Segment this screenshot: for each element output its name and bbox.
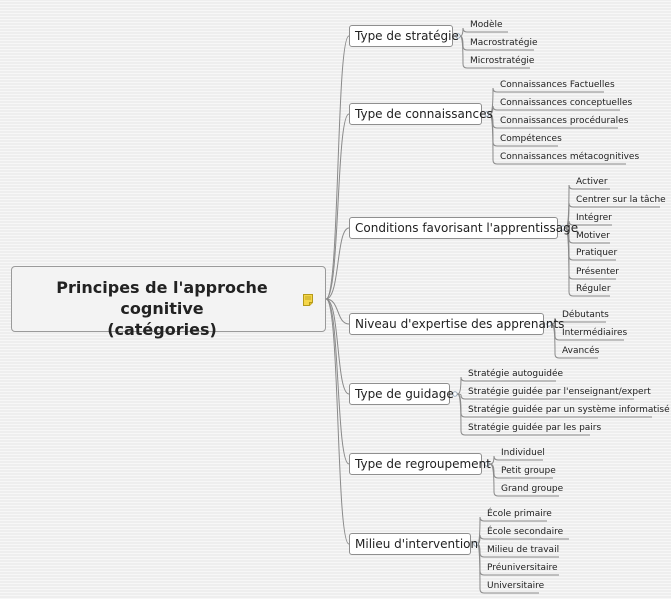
subtopic[interactable]: Connaissances procédurales xyxy=(500,116,629,126)
central-topic-title: Principes de l'approche cognitive (catég… xyxy=(12,277,312,340)
leaf-connector xyxy=(459,35,530,69)
subtopic[interactable]: Pratiquer xyxy=(576,248,618,258)
subtopic[interactable]: Avancés xyxy=(562,346,600,356)
branch-topic[interactable]: Niveau d'expertise des apprenants xyxy=(349,313,564,335)
subtopic[interactable]: Macrostratégie xyxy=(470,38,538,48)
leaf-connector xyxy=(488,105,620,115)
leaf-connector xyxy=(456,376,556,395)
subtopic[interactable]: École secondaire xyxy=(487,527,564,537)
leaf-connector xyxy=(488,455,543,465)
subtopic[interactable]: Individuel xyxy=(501,448,545,458)
subtopic[interactable]: Présenter xyxy=(576,267,620,277)
subtopic[interactable]: Connaissances conceptuelles xyxy=(500,98,633,108)
root-connector xyxy=(325,298,350,395)
subtopic[interactable]: Universitaire xyxy=(487,581,545,591)
central-topic[interactable]: Principes de l'approche cognitive (catég… xyxy=(11,266,326,339)
leaf-connector xyxy=(456,393,590,436)
subtopic[interactable]: École primaire xyxy=(487,509,552,519)
subtopic[interactable]: Stratégie guidée par l'enseignant/expert xyxy=(468,387,651,397)
leaf-connector xyxy=(488,113,626,165)
subtopic[interactable]: Stratégie guidée par les pairs xyxy=(468,423,602,433)
central-topic-line-1: Principes de l'approche cognitive xyxy=(56,278,268,318)
leaf-connector xyxy=(488,87,604,115)
central-topic-line-2: (catégories) xyxy=(107,320,217,339)
leaf-connector xyxy=(456,393,634,400)
branch-topic[interactable]: Type de guidage xyxy=(349,383,454,405)
subtopic[interactable]: Motiver xyxy=(576,231,610,241)
root-connector xyxy=(325,298,350,325)
root-connector xyxy=(325,113,350,300)
root-connector xyxy=(325,35,350,300)
root-connector xyxy=(325,227,350,300)
subtopic[interactable]: Milieu de travail xyxy=(487,545,560,555)
subtopic[interactable]: Centrer sur la tâche xyxy=(576,195,666,205)
leaf-connector xyxy=(564,220,612,229)
leaf-connector xyxy=(564,202,660,229)
leaf-connector xyxy=(459,27,508,37)
branch-topic[interactable]: Type de connaissances xyxy=(349,103,493,125)
subtopic[interactable]: Petit groupe xyxy=(501,466,556,476)
root-connector xyxy=(325,298,350,545)
leaf-connector xyxy=(477,543,539,594)
note-icon[interactable] xyxy=(303,294,313,306)
branch-topic[interactable]: Milieu d'intervention xyxy=(349,533,478,555)
branch-topic[interactable]: Type de regroupement xyxy=(349,453,491,475)
leaf-connector xyxy=(550,323,598,359)
subtopic[interactable]: Intégrer xyxy=(576,213,612,223)
subtopic[interactable]: Préuniversitaire xyxy=(487,563,558,573)
leaf-connector xyxy=(550,317,606,325)
subtopic[interactable]: Modèle xyxy=(470,20,503,30)
subtopic[interactable]: Compétences xyxy=(500,134,562,144)
subtopic[interactable]: Activer xyxy=(576,177,608,187)
branch-topic[interactable]: Type de stratégie xyxy=(349,25,459,47)
subtopic[interactable]: Microstratégie xyxy=(470,56,535,66)
root-connector xyxy=(325,298,350,465)
subtopic[interactable]: Réguler xyxy=(576,284,611,294)
subtopic[interactable]: Grand groupe xyxy=(501,484,564,494)
subtopic[interactable]: Débutants xyxy=(562,310,609,320)
branch-topic[interactable]: Conditions favorisant l'apprentissage xyxy=(349,217,578,239)
subtopic[interactable]: Stratégie autoguidée xyxy=(468,369,564,379)
subtopic[interactable]: Intermédiaires xyxy=(562,328,628,338)
leaf-connector xyxy=(488,463,559,497)
subtopic[interactable]: Stratégie guidée par un système informat… xyxy=(468,405,670,415)
leaf-connector xyxy=(564,227,610,297)
subtopic[interactable]: Connaissances Factuelles xyxy=(500,80,615,90)
subtopic[interactable]: Connaissances métacognitives xyxy=(500,152,640,162)
